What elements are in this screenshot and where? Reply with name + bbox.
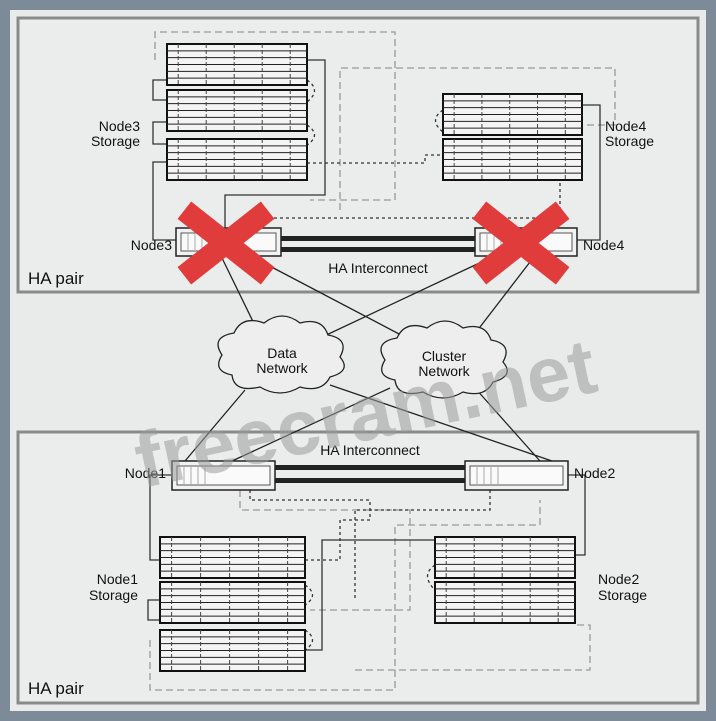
node2-storage-label-2: Storage bbox=[598, 587, 647, 603]
node1-storage-shelf-3 bbox=[159, 629, 306, 672]
storage-cabling-bottom bbox=[149, 490, 591, 691]
node3-storage-label-2: Storage bbox=[91, 133, 140, 149]
node1-controller[interactable] bbox=[171, 460, 276, 491]
node2-storage-label-1: Node2 bbox=[598, 571, 639, 587]
data-network-cloud: Data Network bbox=[217, 315, 345, 394]
node2-storage-shelf-1 bbox=[434, 536, 576, 579]
node4-label: Node4 bbox=[583, 237, 624, 253]
cluster-network-label-1: Cluster bbox=[422, 348, 467, 364]
node2-label: Node2 bbox=[574, 465, 615, 481]
ha-interconnect-bottom bbox=[275, 465, 465, 483]
storage-cabling-top bbox=[154, 31, 616, 210]
node3-label: Node3 bbox=[131, 237, 172, 253]
ha-interconnect-label-bottom: HA Interconnect bbox=[320, 442, 420, 458]
data-network-label-1: Data bbox=[267, 345, 297, 361]
node4-storage-label-1: Node4 bbox=[605, 118, 646, 134]
ha-pair-label-top: HA pair bbox=[28, 269, 84, 288]
node1-label: Node1 bbox=[125, 465, 166, 481]
network-links bbox=[184, 257, 553, 462]
node4-storage-label-2: Storage bbox=[605, 133, 654, 149]
node2-storage-shelf-2 bbox=[434, 581, 576, 624]
node2-controller[interactable] bbox=[464, 460, 569, 491]
ha-interconnect-top bbox=[281, 236, 475, 252]
node3-storage-shelf-1 bbox=[166, 43, 308, 86]
node1-storage-label-2: Storage bbox=[89, 587, 138, 603]
storage-cabling-top-dotted bbox=[250, 79, 561, 219]
node3-storage-shelf-2 bbox=[166, 89, 308, 132]
data-network-label-2: Network bbox=[256, 360, 308, 376]
cluster-network-label-2: Network bbox=[418, 363, 470, 379]
node1-storage-shelf-1 bbox=[159, 536, 306, 579]
node3-storage-label-1: Node3 bbox=[99, 118, 140, 134]
node1-storage-label-1: Node1 bbox=[97, 571, 138, 587]
ha-interconnect-label-top: HA Interconnect bbox=[328, 260, 428, 276]
storage-cabling-bottom-dotted bbox=[249, 490, 491, 651]
ha-pair-label-bottom: HA pair bbox=[28, 679, 84, 698]
node4-failure-x-icon bbox=[472, 201, 570, 285]
node1-storage-shelf-2 bbox=[159, 581, 306, 624]
node4-storage-shelf-1 bbox=[442, 93, 583, 136]
storage-cabling-bottom-solid bbox=[147, 474, 586, 651]
cluster-network-cloud: Cluster Network bbox=[380, 320, 508, 399]
ha-pair-box-top bbox=[16, 16, 700, 294]
node4-storage-shelf-2 bbox=[442, 138, 583, 181]
node3-failure-x-icon bbox=[177, 201, 275, 285]
storage-cabling-top-solid bbox=[152, 59, 601, 241]
node3-storage-shelf-3 bbox=[166, 138, 308, 181]
